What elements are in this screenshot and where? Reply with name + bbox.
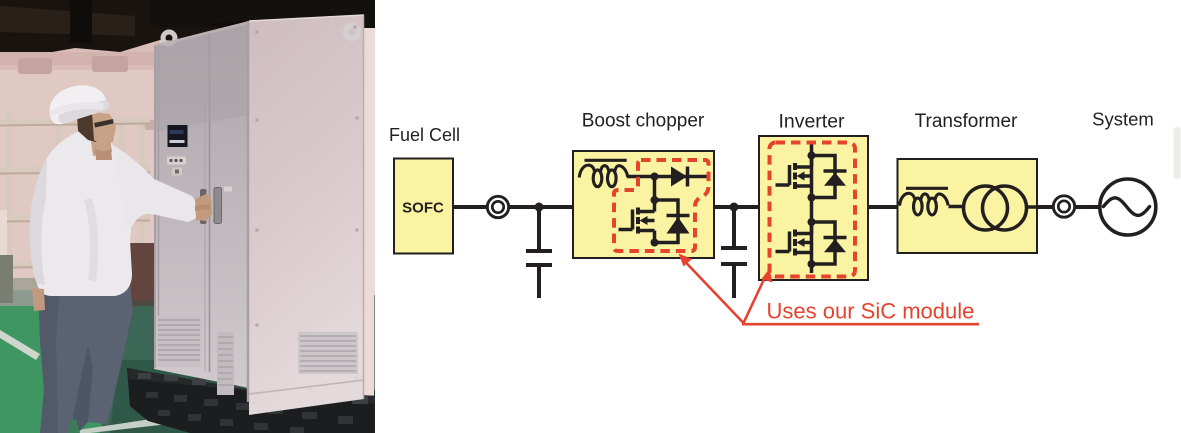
svg-text:System: System bbox=[1092, 109, 1154, 130]
svg-text:Uses our SiC module: Uses our SiC module bbox=[767, 299, 975, 324]
svg-text:Inverter: Inverter bbox=[778, 111, 845, 133]
svg-text:Transformer: Transformer bbox=[915, 111, 1018, 132]
svg-text:Fuel Cell: Fuel Cell bbox=[389, 125, 460, 145]
svg-text:Boost chopper: Boost chopper bbox=[582, 111, 705, 132]
svg-text:SOFC: SOFC bbox=[402, 200, 444, 217]
